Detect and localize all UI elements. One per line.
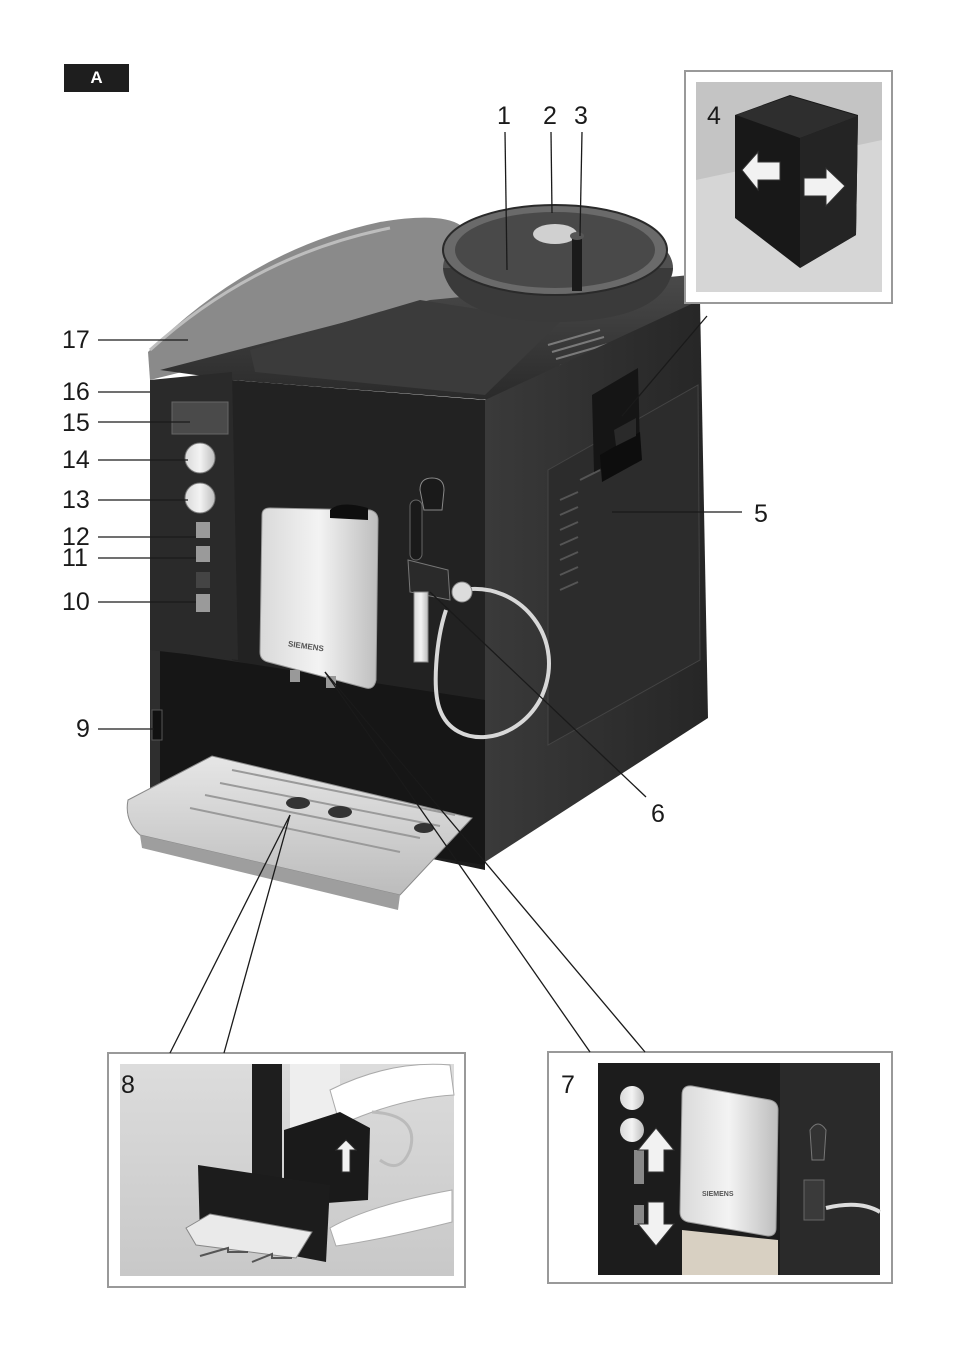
callout-2: 2 (543, 102, 557, 130)
button-dark (196, 572, 210, 588)
coffee-outlet (260, 508, 378, 688)
grind-selector (572, 236, 582, 291)
callout-5: 5 (754, 500, 768, 528)
callout-10: 10 (62, 588, 90, 616)
rotary-knob-top (185, 443, 215, 473)
callout-12: 12 (62, 523, 90, 551)
callout-1: 1 (497, 102, 511, 130)
inset-8-panel (108, 1053, 465, 1287)
button-top (196, 522, 210, 538)
callout-8: 8 (121, 1071, 135, 1099)
inset-7-panel: SIEMENS (548, 1052, 892, 1283)
button-bottom (196, 594, 210, 612)
frother-tube (414, 592, 428, 662)
inset-7-outlet (680, 1086, 778, 1236)
callout-7: 7 (561, 1071, 575, 1099)
callout-4: 4 (707, 102, 721, 130)
steam-nozzle-top (420, 478, 444, 510)
callout-3: 3 (574, 102, 588, 130)
callout-15: 15 (62, 409, 90, 437)
callout-17: 17 (62, 326, 90, 354)
callout-16: 16 (62, 378, 90, 406)
inset-7-brand: SIEMENS (702, 1191, 734, 1198)
callout-13: 13 (62, 486, 90, 514)
display (172, 402, 228, 434)
button-middle (196, 546, 210, 562)
main-switch (152, 710, 162, 740)
callout-6: 6 (651, 800, 665, 828)
rotary-knob-bottom (185, 483, 215, 513)
figure-label: A (64, 64, 129, 92)
callout-14: 14 (62, 446, 90, 474)
callout-9: 9 (76, 715, 90, 743)
lid-handle (533, 224, 577, 244)
